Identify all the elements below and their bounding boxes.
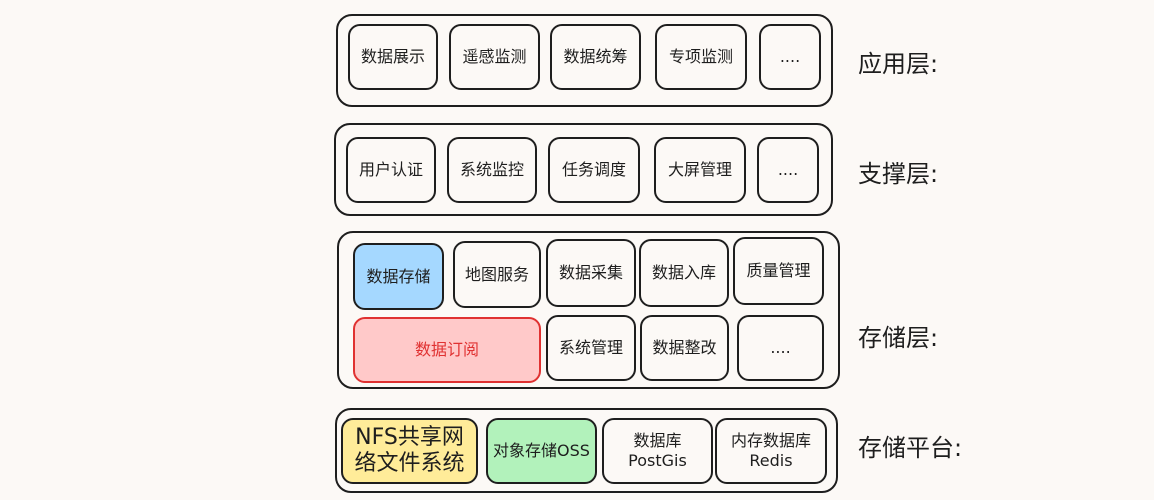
app-item-data-display[interactable]: 数据展示: [348, 24, 438, 90]
box-label: 系统管理: [558, 338, 623, 357]
box-label: 遥感监测: [462, 47, 527, 66]
box-label: 内存数据库Redis: [730, 431, 811, 470]
storage-item-system-manage[interactable]: 系统管理: [546, 315, 636, 381]
support-layer: [334, 123, 833, 216]
storage-layer: [337, 231, 840, 389]
support-item-more[interactable]: ....: [757, 137, 819, 203]
box-label: 大屏管理: [667, 160, 732, 179]
application-layer: [336, 14, 833, 107]
support-item-screen-manage[interactable]: 大屏管理: [654, 137, 746, 203]
storage-platform-layer: [335, 408, 838, 493]
box-label: 专项监测: [668, 47, 733, 66]
box-label: ....: [770, 338, 791, 357]
platform-item-nfs[interactable]: NFS共享网络文件系统: [341, 418, 478, 484]
box-label: 用户认证: [358, 160, 423, 179]
box-label: NFS共享网络文件系统: [354, 424, 465, 476]
layer-label-storage: 存储层:: [858, 324, 939, 352]
box-label: 质量管理: [746, 261, 811, 280]
box-label: 数据采集: [558, 263, 623, 282]
storage-item-data-ingest[interactable]: 数据入库: [639, 239, 729, 307]
platform-item-oss[interactable]: 对象存储OSS: [486, 418, 597, 484]
box-label: 系统监控: [459, 160, 524, 179]
layer-label-application: 应用层:: [858, 50, 939, 78]
box-label: 数据订阅: [414, 340, 479, 359]
box-label: 对象存储OSS: [493, 441, 590, 460]
storage-item-quality-manage[interactable]: 质量管理: [733, 237, 824, 305]
box-label: 数据存储: [366, 266, 431, 286]
storage-item-map-service[interactable]: 地图服务: [453, 241, 541, 308]
platform-item-redis[interactable]: 内存数据库Redis: [715, 418, 827, 484]
app-item-data-coordination[interactable]: 数据统筹: [550, 24, 641, 90]
storage-item-data-rectify[interactable]: 数据整改: [640, 315, 729, 381]
layer-label-storage-platform: 存储平台:: [858, 434, 963, 462]
box-label: 数据整改: [652, 338, 717, 357]
support-item-user-auth[interactable]: 用户认证: [346, 137, 436, 203]
support-item-task-schedule[interactable]: 任务调度: [548, 137, 640, 203]
app-item-special-monitoring[interactable]: 专项监测: [655, 24, 747, 90]
box-label: ....: [777, 160, 799, 179]
storage-item-data-storage[interactable]: 数据存储: [353, 243, 444, 310]
layer-label-support: 支撑层:: [858, 160, 939, 188]
storage-item-data-collection[interactable]: 数据采集: [546, 239, 636, 307]
support-item-system-monitor[interactable]: 系统监控: [447, 137, 537, 203]
box-label: 任务调度: [561, 160, 626, 179]
app-item-more[interactable]: ....: [759, 24, 821, 90]
app-item-remote-sensing[interactable]: 遥感监测: [449, 24, 540, 90]
platform-item-postgis[interactable]: 数据库PostGis: [602, 418, 713, 484]
box-label: 数据展示: [360, 47, 425, 66]
box-label: 数据入库: [651, 263, 716, 282]
box-label: 数据统筹: [563, 47, 628, 66]
box-label: 数据库PostGis: [628, 431, 687, 470]
storage-item-more[interactable]: ....: [737, 315, 824, 381]
box-label: 地图服务: [464, 264, 529, 284]
box-label: ....: [779, 47, 801, 66]
storage-item-data-subscribe[interactable]: 数据订阅: [353, 317, 541, 383]
